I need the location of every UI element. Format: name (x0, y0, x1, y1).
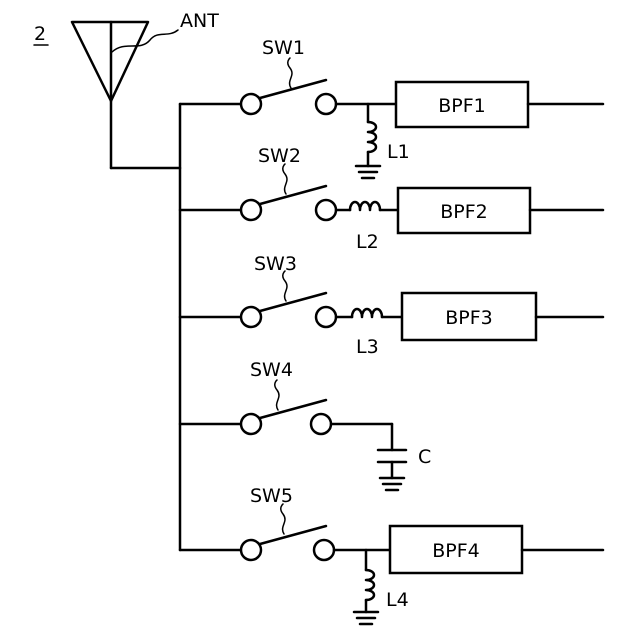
figure-ref: 2 (34, 23, 46, 45)
inductor-3-label: L3 (356, 336, 379, 358)
filter-4-label: BPF4 (432, 540, 480, 562)
ground-c-icon (380, 478, 404, 490)
switch-1-terminal-b (316, 94, 336, 114)
switch-3-blade (260, 293, 326, 311)
inductor-1-label: L1 (387, 141, 410, 163)
switch-5-terminal-b (314, 540, 334, 560)
switch-4-label: SW4 (250, 359, 293, 381)
inductor-4 (366, 570, 374, 600)
ground-1-icon (356, 166, 380, 178)
switch-3-terminal-a (241, 307, 261, 327)
switch-5-terminal-a (241, 540, 261, 560)
switch-5-blade (260, 526, 326, 544)
ground-4-icon (354, 612, 378, 624)
switch-1-terminal-a (241, 94, 261, 114)
switch-2-terminal-a (241, 200, 261, 220)
branch-3: SW3 L3 BPF3 (180, 253, 603, 358)
antenna-icon (72, 22, 180, 168)
switch-3-terminal-b (316, 307, 336, 327)
filter-2-label: BPF2 (440, 201, 488, 223)
switch-1-label: SW1 (262, 37, 305, 59)
inductor-1 (368, 122, 376, 152)
switch-4-terminal-a (241, 414, 261, 434)
switch-2-label: SW2 (258, 145, 301, 167)
branch-5: SW5 L4 BPF4 (180, 485, 603, 624)
switch-2-terminal-b (316, 200, 336, 220)
switch-5-label: SW5 (250, 485, 293, 507)
switch-1-blade (260, 80, 326, 98)
filter-1-label: BPF1 (438, 95, 486, 117)
inductor-3 (352, 309, 382, 317)
inductor-2-label: L2 (356, 231, 379, 253)
filter-3-label: BPF3 (445, 307, 493, 329)
branch-1: SW1 L1 BPF1 (180, 37, 603, 178)
antenna-label-leader (112, 30, 178, 52)
inductor-2 (350, 202, 380, 210)
inductor-4-label: L4 (386, 589, 409, 611)
capacitor-label: C (418, 446, 431, 468)
capacitor-icon (378, 450, 406, 462)
switch-3-label: SW3 (254, 253, 297, 275)
branch-4: SW4 C (180, 359, 431, 490)
switch-2-blade (260, 186, 326, 204)
switch-4-terminal-b (311, 414, 331, 434)
antenna-label: ANT (180, 10, 219, 32)
